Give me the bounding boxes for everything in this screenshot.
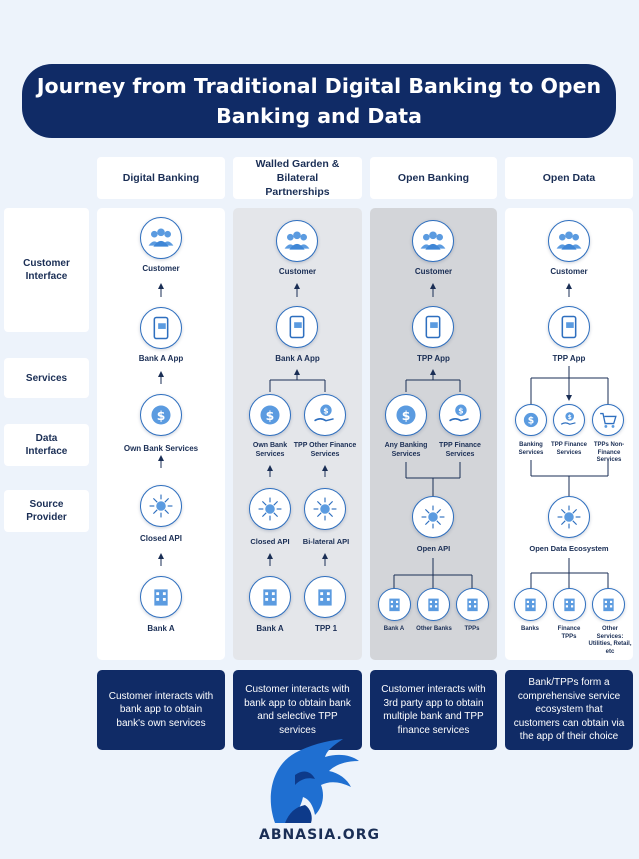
building-icon (304, 576, 346, 618)
source-label: Bank A (147, 624, 175, 633)
svg-text:$: $ (568, 415, 572, 421)
row-label-services: Services (4, 358, 89, 398)
description-digital-banking: Customer interacts with bank app to obta… (97, 670, 225, 750)
svg-text:$: $ (402, 409, 411, 423)
api-network-icon (140, 485, 182, 527)
api-network-icon (548, 496, 590, 538)
api-network-icon (304, 488, 346, 530)
bank-building-icon (417, 588, 450, 621)
service1-label: Own Bank Services (252, 442, 288, 458)
service2-label: TPP Finance Services (551, 442, 587, 456)
customer-label: Customer (550, 267, 588, 276)
svg-text:$: $ (266, 409, 275, 423)
api-label: Open Data Ecosystem (529, 544, 609, 553)
bank-building-icon (249, 576, 291, 618)
mobile-app-icon (412, 306, 454, 348)
svg-text:$: $ (157, 409, 166, 423)
column-header-open-banking: Open Banking (370, 157, 497, 199)
source2-label: Other Banks (416, 626, 452, 632)
source2-label: TPP 1 (314, 624, 338, 633)
bank-building-icon (140, 576, 182, 618)
row-label-data-interface: Data Interface (4, 424, 89, 466)
source1-label: Banks (520, 626, 539, 632)
dollar-coin-icon: $ (140, 394, 182, 436)
hand-coin-icon: $ (304, 394, 346, 436)
source1-label: Bank A (256, 624, 284, 633)
svg-text:$: $ (458, 407, 463, 416)
customer-group-icon (412, 220, 454, 262)
service3-label: TPPs Non-Finance Services (593, 442, 625, 463)
app-label: TPP App (552, 354, 586, 363)
api2-label: Bi-lateral API (302, 537, 350, 546)
row-label-customer-interface: Customer Interface (4, 208, 89, 332)
hand-coin-icon: $ (553, 404, 585, 436)
source3-label: TPPs (464, 626, 480, 632)
mobile-app-icon (140, 307, 182, 349)
building-icon (592, 588, 625, 621)
services-label: Own Bank Services (123, 444, 199, 453)
customer-group-icon (140, 217, 182, 259)
building-icon (456, 588, 489, 621)
page-title: Journey from Traditional Digital Banking… (22, 64, 616, 138)
app-label: Bank A App (138, 354, 184, 363)
bank-building-icon (514, 588, 547, 621)
app-label: TPP App (417, 354, 450, 363)
source3-label: Other Services: Utilities, Retail, etc (588, 626, 632, 655)
mobile-app-icon (276, 306, 318, 348)
bank-building-icon (378, 588, 411, 621)
service1-label: Any Banking Services (384, 442, 428, 458)
customer-label: Customer (414, 267, 453, 276)
source2-label: Finance TPPs (557, 626, 581, 640)
description-walled-garden: Customer interacts with bank app to obta… (233, 670, 362, 750)
api-label: Closed API (140, 534, 182, 543)
service2-label: TPP Finance Services (439, 442, 481, 458)
customer-label: Customer (142, 264, 180, 273)
dollar-coin-icon: $ (515, 404, 547, 436)
logo-text: ABNASIA.ORG (259, 827, 380, 843)
row-label-source-provider: Source Provider (4, 490, 89, 532)
svg-text:$: $ (528, 416, 534, 427)
column-header-walled-garden: Walled Garden & Bilateral Partnerships (233, 157, 362, 199)
customer-group-icon (548, 220, 590, 262)
mobile-app-icon (548, 306, 590, 348)
column-header-digital-banking: Digital Banking (97, 157, 225, 199)
api-network-icon (412, 496, 454, 538)
griffin-logo (270, 739, 359, 823)
dollar-coin-icon: $ (385, 394, 427, 436)
description-open-banking: Customer interacts with 3rd party app to… (370, 670, 497, 750)
api1-label: Closed API (250, 537, 290, 546)
service1-label: Banking Services (518, 442, 544, 456)
building-icon (553, 588, 586, 621)
dollar-coin-icon: $ (249, 394, 291, 436)
customer-label: Customer (278, 267, 317, 276)
source1-label: Bank A (383, 626, 405, 632)
column-header-open-data: Open Data (505, 157, 633, 199)
svg-text:$: $ (323, 407, 328, 416)
api-label: Open API (416, 544, 451, 553)
shopping-cart-icon (592, 404, 624, 436)
customer-group-icon (276, 220, 318, 262)
description-open-data: Bank/TPPs form a comprehensive service e… (505, 670, 633, 750)
service2-label: TPP Other Finance Services (293, 442, 357, 458)
hand-coin-icon: $ (439, 394, 481, 436)
api-network-icon (249, 488, 291, 530)
app-label: Bank A App (275, 354, 320, 363)
